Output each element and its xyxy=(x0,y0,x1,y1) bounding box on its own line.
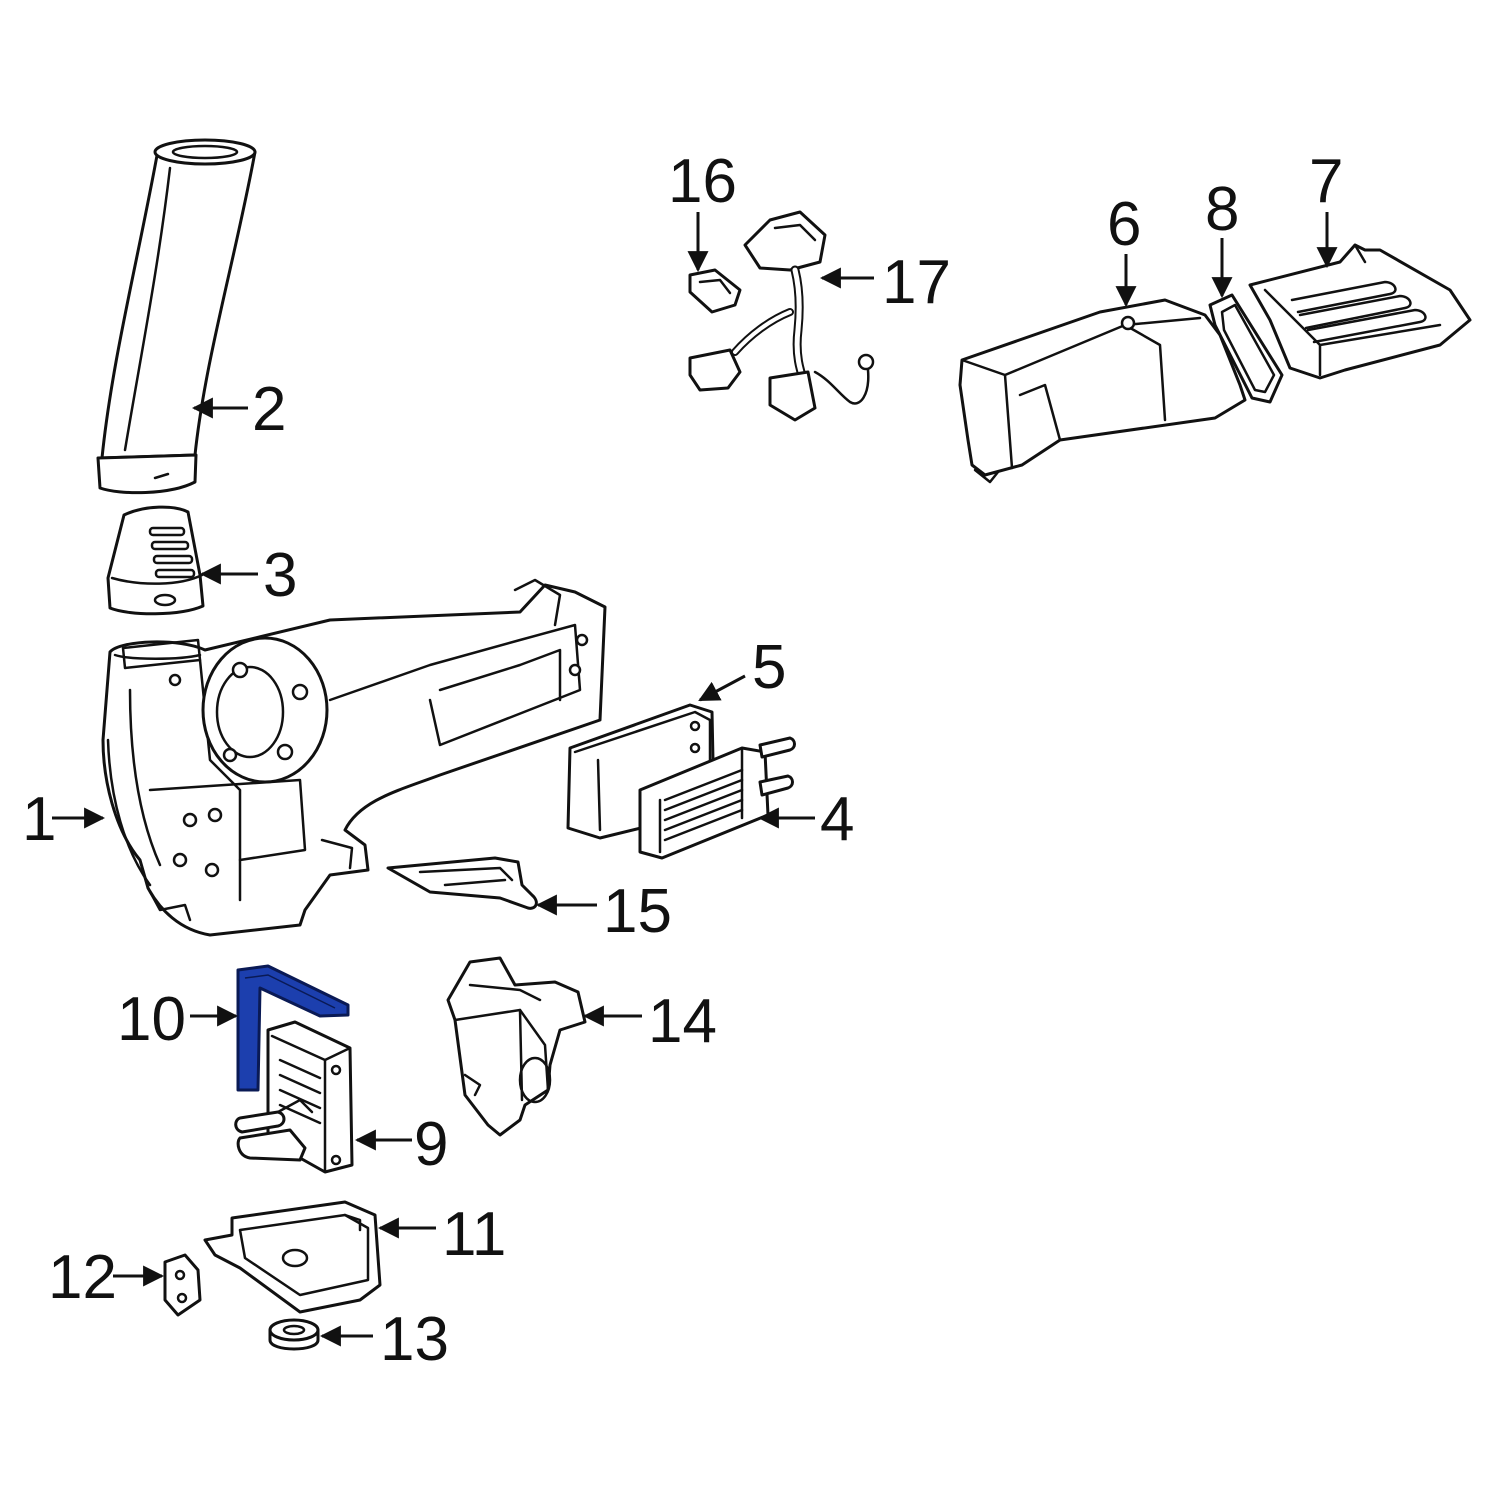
callout-2: 2 xyxy=(252,375,286,444)
callout-1: 1 xyxy=(22,785,56,854)
callout-16: 16 xyxy=(668,147,737,216)
callout-8: 8 xyxy=(1205,175,1239,244)
part-17-harness xyxy=(688,210,875,422)
callout-11: 11 xyxy=(442,1200,506,1269)
part-11-drain-pan xyxy=(203,1200,382,1314)
callout-14: 14 xyxy=(648,987,717,1056)
callout-10: 10 xyxy=(117,985,186,1054)
callout-5: 5 xyxy=(752,633,786,702)
part-9-evaporator xyxy=(234,1020,354,1174)
part-6-duct xyxy=(958,298,1247,484)
callout-15: 15 xyxy=(603,877,672,946)
part-10-seal xyxy=(236,964,350,1092)
part-15-door xyxy=(386,856,538,910)
callout-3: 3 xyxy=(263,541,297,610)
callout-9: 9 xyxy=(414,1110,448,1179)
part-16-connector xyxy=(688,268,742,314)
callout-7: 7 xyxy=(1309,147,1343,216)
callout-17: 17 xyxy=(882,248,951,317)
callout-12: 12 xyxy=(48,1243,117,1312)
part-3-filter-cap xyxy=(106,505,205,616)
callout-4: 4 xyxy=(820,785,854,854)
part-14-blower xyxy=(446,956,587,1137)
callout-6: 6 xyxy=(1107,190,1141,259)
leader-5 xyxy=(698,674,746,702)
part-13-grommet xyxy=(268,1318,320,1351)
part-1-housing xyxy=(101,578,607,937)
part-2-duct xyxy=(96,138,257,495)
callout-13: 13 xyxy=(380,1305,449,1374)
part-12-clip xyxy=(163,1253,202,1317)
part-7-vent xyxy=(1248,243,1472,380)
callout-labels: 1 2 3 4 5 6 7 8 9 10 11 12 13 14 15 16 1… xyxy=(22,147,1343,1374)
callout-leaders xyxy=(52,212,1338,1347)
